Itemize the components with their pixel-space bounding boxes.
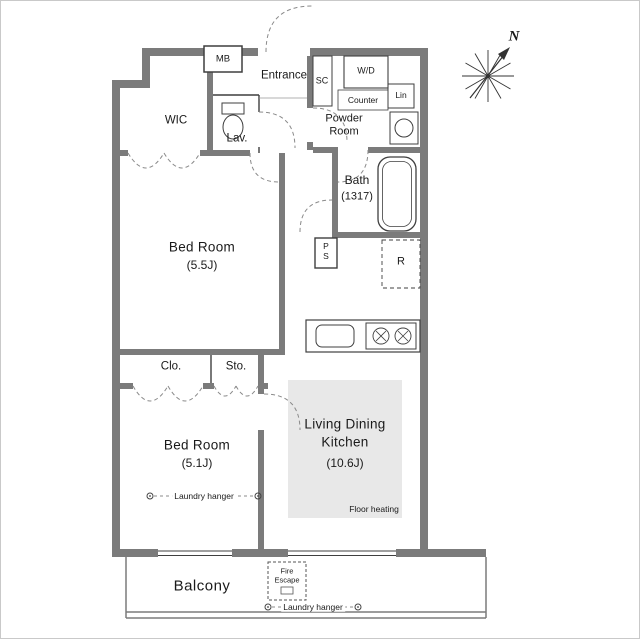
bath-door-arc: [337, 149, 369, 183]
entrance-door-arc: [265, 5, 313, 53]
compass-needle: [498, 47, 510, 60]
bath-label: Bath: [344, 173, 370, 187]
fire-escape-label-line2: Escape: [274, 575, 300, 585]
floor-heating-label: Floor heating: [349, 503, 399, 514]
burner-cross-marks: [375, 330, 409, 342]
fire-escape-hatch-icon: [280, 586, 294, 595]
entrance-label: Entrance: [260, 69, 308, 82]
lavatory-door-arc: [258, 111, 296, 149]
wic-label: WIC: [164, 114, 188, 127]
floor-heating-area: [288, 380, 402, 518]
washbasin-bowl-icon: [394, 118, 414, 138]
shoe-closet-label: SC: [315, 75, 329, 86]
kitchen-counter: [305, 319, 421, 353]
balcony-outline: [125, 557, 487, 619]
shoe-closet-box: [312, 55, 333, 107]
bedroom1-size-label: (5.5J): [186, 258, 218, 272]
fire-escape-label-line1: Fire: [280, 566, 294, 576]
closet-label: Clo.: [160, 360, 182, 373]
balcony-label: Balcony: [173, 577, 231, 595]
powder-room-door-arc: [312, 107, 348, 143]
pipe-space-label-line1: P: [323, 240, 329, 251]
washbasin-icon: [389, 111, 419, 145]
compass-icon: [462, 47, 514, 102]
refrigerator-space-box: [381, 239, 421, 289]
refrigerator-label: R: [397, 255, 405, 268]
meter-box-label: MB: [215, 53, 231, 65]
storage-folding-door-arcs: [213, 385, 259, 397]
pipe-space-box: [314, 237, 338, 269]
burner-icon: [394, 327, 412, 345]
ldk-size-label: (10.6J): [326, 456, 364, 470]
washer-dryer-box: [343, 55, 389, 89]
toilet-tank-icon: [221, 102, 245, 115]
pipe-space-label-line2: S: [323, 250, 329, 261]
windows: [158, 550, 396, 556]
powder-room-label-line1: Powder: [325, 112, 363, 125]
bedroom2-door-arc: [263, 393, 301, 431]
hall-ldk-door-arc: [299, 199, 333, 233]
burner-icon: [372, 327, 390, 345]
storage-label: Sto.: [225, 360, 247, 373]
bedroom2-label: Bed Room: [163, 437, 231, 453]
bedroom1-label: Bed Room: [168, 239, 236, 255]
north-label: N: [508, 28, 520, 45]
wic-folding-door-arcs: [127, 152, 201, 169]
bathtub-icon: [377, 156, 417, 232]
washer-dryer-label: W/D: [357, 65, 375, 76]
bedroom1-door-arc: [249, 152, 280, 183]
exterior-walls: [112, 48, 486, 557]
ldk-label-line2: Kitchen: [321, 434, 369, 450]
laundry-hanger-bedroom-label: Laundry hanger: [172, 490, 236, 501]
kitchen-sink-icon: [315, 324, 355, 348]
powder-room-label-line2: Room: [329, 125, 359, 138]
closet-folding-door-arcs: [132, 385, 204, 402]
fixtures: [203, 45, 421, 383]
linen-label: Lin: [395, 89, 407, 100]
counter-label: Counter: [347, 94, 379, 105]
ldk-label-line1: Living Dining: [304, 416, 386, 432]
interior-walls: [116, 56, 420, 549]
door-arcs: [127, 5, 369, 431]
bathtub-inner-icon: [382, 161, 412, 227]
lavatory-label: Lav.: [226, 132, 248, 145]
meter-box: [203, 45, 243, 73]
toilet-bowl-icon: [222, 114, 244, 140]
bath-size-label: (1317): [341, 190, 373, 203]
fire-escape-box: [267, 561, 307, 601]
linen-box: [387, 83, 415, 109]
bedroom2-size-label: (5.1J): [181, 456, 213, 470]
laundry-hanger-balcony-label: Laundry hanger: [281, 601, 345, 612]
stove-icon: [365, 322, 417, 350]
